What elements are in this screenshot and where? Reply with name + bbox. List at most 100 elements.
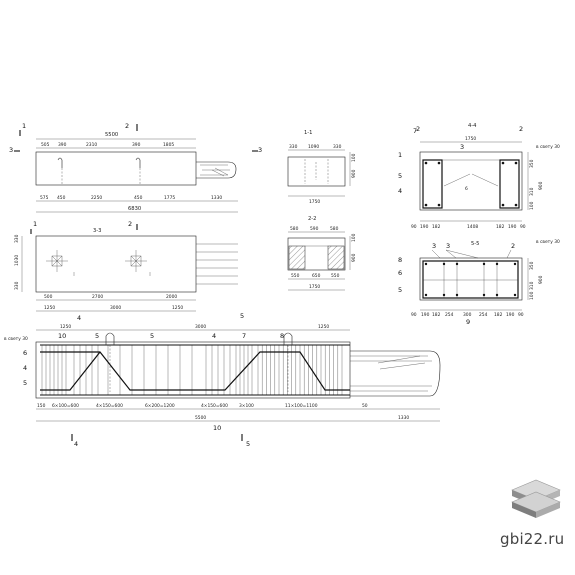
- s11-side2: 100: [351, 153, 357, 162]
- elev-mark-5e: 5: [246, 440, 250, 448]
- s44-rebar-dots: [424, 161, 518, 207]
- mark-2-plan: 2: [128, 220, 132, 228]
- s11-dim-1: 330: [289, 144, 298, 150]
- elevation-view: 1250 3000 1250 4 5 в свету 30 6 4 5 10 5…: [4, 312, 441, 448]
- section-2-2-title: 2-2: [308, 216, 316, 222]
- s44-light: в свету 30: [536, 144, 560, 150]
- dim-overall: 5500: [105, 132, 118, 138]
- top-view: 1 2 3 3 5500 505 390 2310 390 1805 575 4…: [9, 122, 262, 213]
- plan-3-3: 1 2 3-3 330 1030 330 500 2700 2000 1250 …: [14, 220, 238, 312]
- elev-top-3: 1250: [318, 324, 329, 330]
- s11-dim-2: 1090: [308, 144, 319, 150]
- elev-mark-4: 4: [77, 314, 81, 322]
- elev-mark-6: 6: [23, 349, 27, 357]
- plan-mid-dim: 1030: [14, 255, 20, 266]
- s44-d5: 182: [496, 224, 505, 230]
- plan-bot-dim: 330: [14, 281, 20, 290]
- elev-bot-6: 3×100: [239, 403, 254, 409]
- s44-mark-4: 4: [398, 187, 402, 195]
- s11-side: 900: [351, 169, 357, 178]
- s55-d5: 300: [463, 312, 472, 318]
- elev-mark-8: 8: [280, 332, 284, 340]
- elev-mark-5b: 5: [23, 379, 27, 387]
- s44-side-2: 310: [529, 187, 535, 196]
- s44-mark-1: 1: [398, 151, 402, 159]
- elev-mark-4b: 4: [23, 364, 27, 372]
- dim-top-1: 505: [41, 142, 50, 148]
- plan-dim-1: 500: [44, 294, 53, 300]
- elev-bot-2: 6×100=600: [52, 403, 79, 409]
- elev-ext: 1330: [398, 415, 409, 421]
- elev-bot-5: 4×150=600: [201, 403, 228, 409]
- section-4-4: 4-4 7 2 2 1750 3 в свету 30 6 5 4 1 350 …: [398, 123, 560, 230]
- s11-bottom: 1750: [309, 199, 320, 205]
- s55-mark-3a: 3: [432, 242, 436, 250]
- dim-bot-3: 2250: [91, 195, 102, 201]
- s44-d3: 182: [432, 224, 441, 230]
- plan-dim-2: 2700: [92, 294, 103, 300]
- s55-d4: 254: [445, 312, 454, 318]
- s22-bot-1: 550: [291, 273, 300, 279]
- s44-side-3: 100: [529, 201, 535, 210]
- plan-bot-3: 1250: [172, 305, 183, 311]
- plan-bot-1: 1250: [44, 305, 55, 311]
- s22-side: 900: [351, 253, 357, 262]
- gbi-logo-icon: [511, 479, 561, 518]
- elev-mark-5c: 5: [95, 332, 99, 340]
- elev-top-1: 1250: [60, 324, 71, 330]
- s55-rebar-dots: [424, 262, 517, 297]
- s11-dim-3: 330: [333, 144, 342, 150]
- elev-mark-5d: 5: [150, 332, 154, 340]
- s55-mark-3b: 3: [446, 242, 450, 250]
- section-5-5-title: 5-5: [471, 241, 479, 247]
- dim-bot-6: 1330: [211, 195, 222, 201]
- site-watermark: gbi22.ru: [500, 530, 565, 548]
- s22-dim-3: 580: [330, 226, 339, 232]
- s55-d3: 182: [432, 312, 441, 318]
- plan-dim-3: 2000: [166, 294, 177, 300]
- s44-mark-5: 5: [398, 172, 402, 180]
- s22-bot-3: 550: [331, 273, 340, 279]
- section-1-1: 1-1 330 1090 330 100 900 1750: [287, 130, 357, 205]
- section-1-1-title: 1-1: [304, 130, 312, 136]
- s55-mark-8: 8: [398, 256, 402, 264]
- elev-mark-10b: 10: [213, 424, 221, 432]
- section-5-5: 5-5 3 3 2 в свету 30 8 6 5 350 310 100 9…: [398, 239, 560, 326]
- s44-d7: 90: [520, 224, 526, 230]
- elev-mark-7: 7: [242, 332, 246, 340]
- dim-bot-4: 450: [134, 195, 143, 201]
- s22-dim-1: 580: [290, 226, 299, 232]
- dim-total: 6830: [128, 206, 141, 212]
- elev-total: 5500: [195, 415, 206, 421]
- elev-light: в свету 30: [4, 336, 28, 342]
- elev-mark-5: 5: [240, 312, 244, 320]
- elev-bot-4: 6×200=1200: [145, 403, 175, 409]
- s44-side-1: 350: [529, 159, 535, 168]
- s55-d2: 190: [421, 312, 430, 318]
- dim-bot-2: 450: [57, 195, 66, 201]
- s44-h: 900: [538, 181, 544, 190]
- dim-top-3: 2310: [86, 142, 97, 148]
- s55-mark-6: 6: [398, 269, 402, 277]
- section-2-2: 2-2 580 590 580 100 900 550 650 550 1750: [287, 216, 357, 291]
- s44-d4: 1408: [467, 224, 478, 230]
- s22-side2: 100: [351, 233, 357, 242]
- plan-left-dim: 330: [14, 234, 20, 243]
- elev-top-2: 3000: [195, 324, 206, 330]
- section-mark-2: 2: [125, 122, 129, 130]
- s55-h1: 350: [529, 261, 535, 270]
- s55-light: в свету 30: [536, 239, 560, 245]
- plan-bot-2: 3000: [110, 305, 121, 311]
- section-3-3-title: 3-3: [93, 228, 101, 234]
- s44-d2: 190: [420, 224, 429, 230]
- elev-bot-7: 11×100=1100: [285, 403, 318, 409]
- s55-mark-5: 5: [398, 286, 402, 294]
- section-mark-3: 3: [9, 146, 13, 154]
- s44-mark-7: 7: [413, 127, 417, 135]
- elev-bot-8: 50: [362, 403, 368, 409]
- s44-total: 1750: [465, 136, 476, 142]
- dim-top-4: 390: [132, 142, 141, 148]
- s55-mid: 900: [538, 275, 544, 284]
- section-mark-1: 1: [22, 122, 26, 130]
